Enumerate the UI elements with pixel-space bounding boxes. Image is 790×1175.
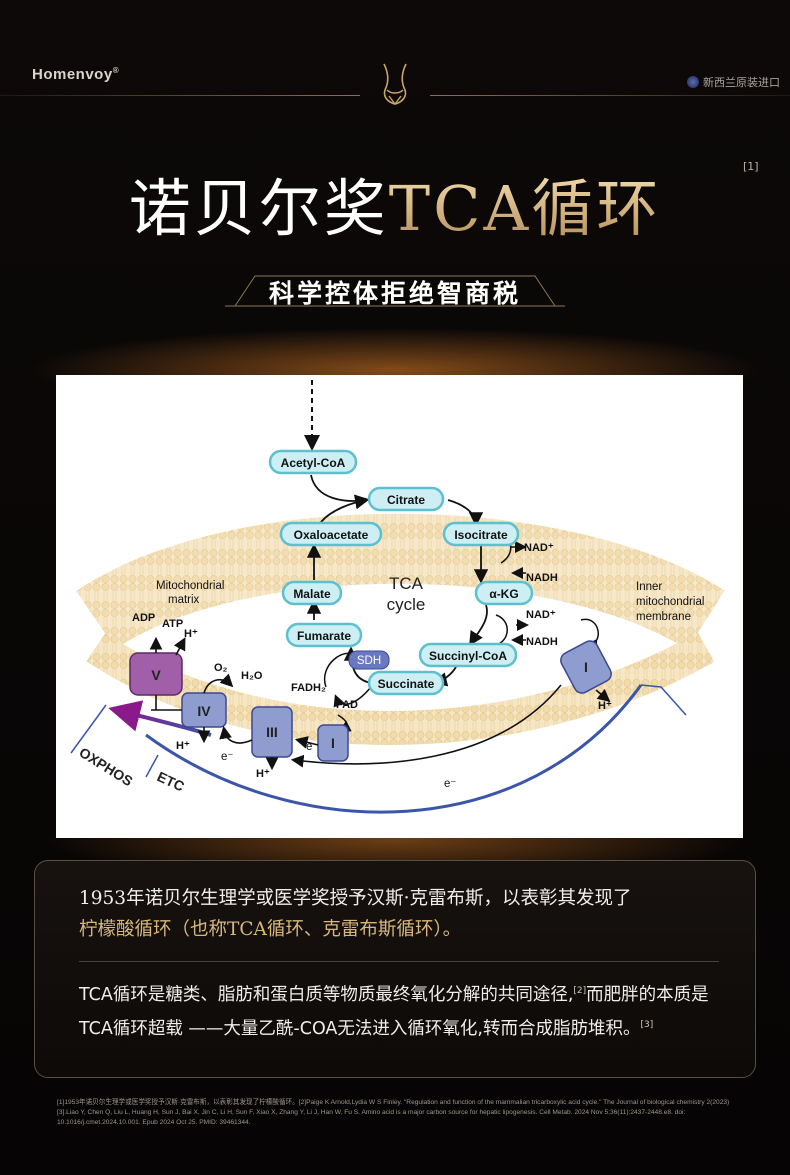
node-malate: Malate — [281, 580, 343, 606]
panel-divider — [79, 961, 719, 962]
svg-text:Fumarate: Fumarate — [297, 629, 351, 643]
membrane-label-2: mitochondrial — [636, 596, 704, 608]
import-badge: 新西兰原装进口 — [687, 74, 780, 90]
node-succinate: Succinate — [367, 670, 445, 696]
matrix-label-2: matrix — [168, 594, 200, 606]
e-minus-label-1: e⁻ — [221, 751, 233, 763]
etc-bracket — [145, 754, 159, 778]
complex-iii: III — [251, 706, 293, 758]
top-bar: Homenvoy® 新西兰原装进口 — [0, 0, 790, 110]
node-alpha-kg: α-KG — [474, 580, 534, 606]
title-reference: [1] — [743, 160, 759, 173]
tca-cycle-diagram: OXPHOS ETC — [56, 375, 743, 838]
svg-text:Isocitrate: Isocitrate — [454, 528, 508, 542]
electron-arrows — [149, 636, 611, 771]
membrane-label-1: Inner — [636, 581, 662, 593]
fad-label: FAD — [336, 699, 358, 711]
node-acetyl-coa: Acetyl-CoA — [268, 449, 358, 475]
etc-label: ETC — [155, 768, 187, 794]
etc-curve-tail — [640, 684, 687, 716]
complex-i: I — [560, 640, 612, 694]
matrix-label-1: Mitochondrial — [156, 580, 224, 592]
h-plus-label-4: H⁺ — [598, 700, 612, 712]
tca-paragraph: TCA循环是糖类、脂肪和蛋白质等物质最终氧化分解的共同途径,[2]而肥胖的本质是… — [79, 984, 709, 1039]
nz-flag-icon — [687, 76, 699, 88]
complex-iv: IV — [181, 692, 227, 728]
nad-plus-label-2: NAD⁺ — [526, 609, 556, 621]
h2o-label: H₂O — [241, 670, 263, 682]
body-silhouette-icon — [383, 63, 407, 106]
svg-text:IV: IV — [197, 703, 211, 719]
subtitle: 科学控体拒绝智商税 — [268, 279, 521, 308]
oxphos-bracket — [70, 704, 107, 754]
cycle-label-cycle: cycle — [387, 595, 426, 614]
node-succinyl-coa: Succinyl-CoA — [418, 642, 518, 668]
svg-text:III: III — [266, 724, 278, 740]
o2-label: O₂ — [214, 662, 228, 674]
sdh-enzyme — [348, 650, 390, 670]
svg-text:Oxaloacetate: Oxaloacetate — [294, 528, 369, 542]
header-divider-left — [0, 95, 360, 96]
etc-curve — [145, 684, 643, 814]
complex-ii: I — [317, 724, 349, 762]
description-panel: 1953年诺贝尔生理学或医学奖授予汉斯·克雷布斯，以表彰其发现了柠檬酸循环（也称… — [34, 860, 756, 1078]
nad-plus-label-1: NAD⁺ — [524, 542, 554, 554]
oxphos-label: OXPHOS — [76, 744, 135, 789]
node-isocitrate: Isocitrate — [442, 521, 520, 547]
nadh-label-2: NADH — [526, 636, 558, 648]
sdh-label: SDH — [357, 655, 381, 667]
membrane-label-3: membrane — [636, 611, 691, 623]
subtitle-banner: 科学控体拒绝智商税 — [225, 268, 565, 312]
adp-label: ADP — [132, 612, 155, 624]
node-fumarate: Fumarate — [285, 622, 363, 648]
node-oxaloacetate: Oxaloacetate — [279, 521, 383, 547]
cycle-label-tca: TCA — [389, 574, 424, 593]
nobel-paragraph: 1953年诺贝尔生理学或医学奖授予汉斯·克雷布斯，以表彰其发现了柠檬酸循环（也称… — [79, 888, 632, 940]
e-label-small: e — [306, 741, 312, 753]
svg-text:I: I — [331, 735, 335, 751]
svg-text:Succinyl-CoA: Succinyl-CoA — [429, 649, 507, 663]
svg-text:Succinate: Succinate — [378, 677, 435, 691]
h-plus-label-2: H⁺ — [176, 740, 190, 752]
references: [1]1953年诺贝尔生理学或医学奖授予汉斯·克雷布斯，以表彰其发现了柠檬酸循环… — [57, 1099, 730, 1126]
e-minus-label-2: e⁻ — [444, 778, 456, 790]
h-plus-label-3: H⁺ — [256, 768, 270, 780]
brand-logo: Homenvoy® — [32, 66, 120, 83]
fadh2-label: FADH₂ — [291, 682, 326, 694]
svg-text:Malate: Malate — [293, 587, 331, 601]
complex-v: V — [129, 652, 183, 696]
svg-text:V: V — [151, 667, 161, 683]
svg-text:Citrate: Citrate — [387, 493, 425, 507]
svg-text:I: I — [584, 659, 588, 675]
h-plus-label-1: H⁺ — [184, 628, 198, 640]
nadh-label-1: NADH — [526, 572, 558, 584]
svg-text:α-KG: α-KG — [489, 587, 518, 601]
node-citrate: Citrate — [367, 486, 445, 512]
page-title: 诺贝尔奖TCA循环 — [128, 172, 662, 245]
header-divider-right — [430, 95, 790, 96]
atp-label: ATP — [162, 618, 183, 630]
svg-text:Acetyl-CoA: Acetyl-CoA — [281, 456, 346, 470]
